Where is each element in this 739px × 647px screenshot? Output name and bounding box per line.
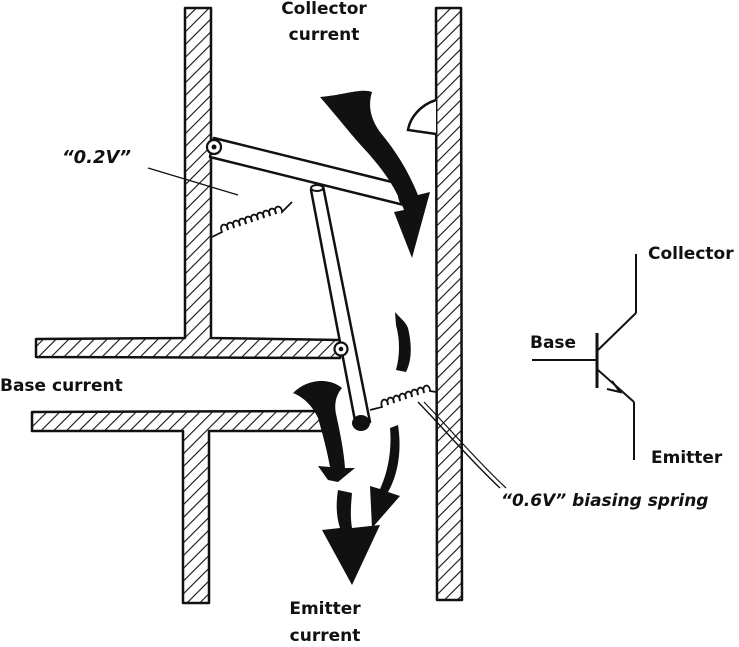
symbol-base-label: Base: [530, 333, 576, 353]
symbol-collector-label: Collector: [648, 244, 734, 264]
current-flow-lower: [370, 425, 400, 528]
base-rod: [309, 184, 372, 431]
base-current-label: Base current: [0, 376, 123, 396]
left-lower-wall: [30, 409, 332, 605]
spring-bias-label: “0.6V” biasing spring: [501, 491, 708, 511]
transistor-symbol: Collector Base Emitter: [530, 244, 734, 468]
emitter-current-arrow: [322, 490, 380, 585]
current-flow-mid: [395, 312, 411, 372]
spring-small-label: “0.2V”: [62, 147, 131, 168]
collector-current-arrow: [320, 90, 430, 258]
emitter-current-label-line1: Emitter: [289, 599, 361, 619]
collector-current-label-line2: current: [289, 25, 360, 45]
left-upper-wall: [34, 6, 342, 360]
small-spring: [211, 201, 293, 238]
right-wall: [434, 6, 464, 602]
emitter-current-label-line2: current: [290, 626, 361, 646]
bias-spring: [369, 384, 437, 411]
valve-stop: [406, 98, 437, 136]
symbol-emitter-label: Emitter: [651, 448, 723, 468]
base-current-arrow: [293, 381, 355, 482]
leader-line-bias-spring-2: [423, 401, 507, 489]
emitter-arrow-icon: [606, 380, 623, 394]
leader-line-bias-spring: [417, 401, 501, 489]
leader-line-small-spring: [147, 167, 239, 196]
collector-current-label-line1: Collector: [281, 0, 367, 19]
collector-diagonal: [597, 312, 637, 351]
